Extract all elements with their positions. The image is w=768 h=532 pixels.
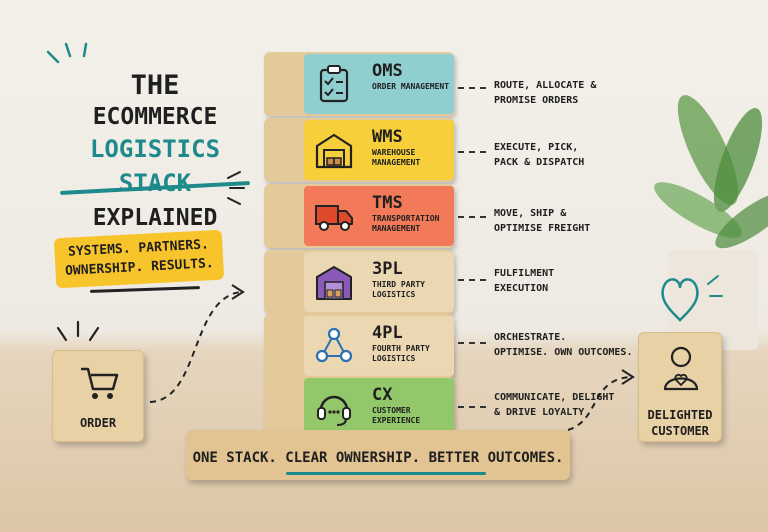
desc-3pl-2: EXECUTION <box>494 283 549 294</box>
wms-full: WAREHOUSE MANAGEMENT <box>372 148 421 167</box>
tms-full: TRANSPORTATION MANAGEMENT <box>372 214 440 233</box>
connector-oms <box>458 87 486 89</box>
3pl-full: THIRD PARTY LOGISTICS <box>372 280 425 299</box>
purple-warehouse-icon <box>316 266 352 300</box>
desc-3pl-1: FULFILMENT <box>494 268 555 279</box>
order-to-stack-arrow <box>149 291 241 403</box>
customer-label-1: DELIGHTED <box>647 408 713 422</box>
person-heart-icon <box>663 346 699 391</box>
clipboard-check-icon <box>319 65 349 103</box>
connector-cx <box>458 406 486 408</box>
4pl-full: FOURTH PARTY LOGISTICS <box>372 344 430 363</box>
stack-block-4pl: 4PL FOURTH PARTY LOGISTICS <box>264 314 454 378</box>
desc-3pl: FULFILMENT EXECUTION <box>494 266 554 296</box>
truck-icon <box>315 205 353 231</box>
oms-full: ORDER MANAGEMENT <box>372 82 450 91</box>
title-line-4: EXPLAINED <box>92 205 218 231</box>
title-spark-marks <box>46 42 88 64</box>
order-arrow-head <box>231 284 245 300</box>
desc-tms-2: OPTIMISE FREIGHT <box>494 223 591 234</box>
network-icon <box>315 327 353 363</box>
warehouse-icon <box>315 133 353 169</box>
title-line-1: THE <box>130 70 180 101</box>
plant-decoration <box>654 95 768 249</box>
title-line-3: LOGISTICS STACK <box>89 135 221 197</box>
order-label: ORDER <box>79 416 117 430</box>
stack-to-customer-arrow <box>567 376 631 431</box>
stack-block-cx: CX CUSTOMER EXPERIENCE <box>264 376 454 440</box>
heart-spark-marks <box>707 275 723 297</box>
desc-cx: COMMUNICATE, DELIGHT & DRIVE LOYALTY <box>494 390 614 420</box>
desc-4pl: ORCHESTRATE. OPTIMISE. OWN OUTCOMES. <box>494 330 632 360</box>
base-underline <box>286 472 486 475</box>
stack-base: ONE STACK. CLEAR OWNERSHIP. BETTER OUTCO… <box>186 430 570 480</box>
desc-wms: EXECUTE, PICK, PACK & DISPATCH <box>494 140 584 170</box>
desc-oms-1: ROUTE, ALLOCATE & <box>494 80 597 91</box>
title-line-2: ECOMMERCE <box>92 104 218 130</box>
desc-oms-2: PROMISE ORDERS <box>494 95 579 106</box>
desc-cx-2: & DRIVE LOYALTY <box>494 407 585 418</box>
desc-tms: MOVE, SHIP & OPTIMISE FREIGHT <box>494 206 590 236</box>
cx-full: CUSTOMER EXPERIENCE <box>372 406 421 425</box>
4pl-code: 4PL <box>372 323 403 343</box>
wms-code: WMS <box>372 127 403 147</box>
cx-panel <box>304 378 454 438</box>
desc-4pl-1: ORCHESTRATE. <box>494 332 567 343</box>
stack-block-tms: TMS TRANSPORTATION MANAGEMENT <box>264 184 454 248</box>
order-cube: ORDER <box>52 350 144 442</box>
desc-4pl-2: OPTIMISE. OWN OUTCOMES. <box>494 347 633 358</box>
explained-spark-marks <box>227 171 245 205</box>
headset-icon <box>317 395 351 426</box>
connector-3pl <box>458 279 486 281</box>
desc-oms: ROUTE, ALLOCATE & PROMISE ORDERS <box>494 78 596 108</box>
order-spark-marks <box>56 320 100 342</box>
page-title: THE ECOMMERCE LOGISTICS STACK EXPLAINED <box>50 70 260 236</box>
base-slogan: ONE STACK. CLEAR OWNERSHIP. BETTER OUTCO… <box>192 450 564 466</box>
desc-tms-1: MOVE, SHIP & <box>494 208 567 219</box>
4pl-panel <box>304 316 454 376</box>
connector-wms <box>458 151 486 153</box>
stack-block-3pl: 3PL THIRD PARTY LOGISTICS <box>264 250 454 314</box>
tms-code: TMS <box>372 193 403 213</box>
heart-icon <box>661 278 699 322</box>
3pl-code: 3PL <box>372 259 403 279</box>
desc-wms-2: PACK & DISPATCH <box>494 157 585 168</box>
desc-wms-1: EXECUTE, PICK, <box>494 142 579 153</box>
desc-cx-1: COMMUNICATE, DELIGHT <box>494 392 615 403</box>
cx-code: CX <box>372 385 393 405</box>
cart-icon <box>81 367 119 399</box>
connector-tms <box>458 216 486 218</box>
customer-label-2: CUSTOMER <box>651 424 709 438</box>
customer-cube: DELIGHTED CUSTOMER <box>638 332 722 442</box>
customer-arrow-head <box>621 369 635 385</box>
stack-block-oms: OMS ORDER MANAGEMENT <box>264 52 454 116</box>
stack-block-wms: WMS WAREHOUSE MANAGEMENT <box>264 118 454 182</box>
oms-code: OMS <box>372 61 403 81</box>
connector-4pl <box>458 342 486 344</box>
